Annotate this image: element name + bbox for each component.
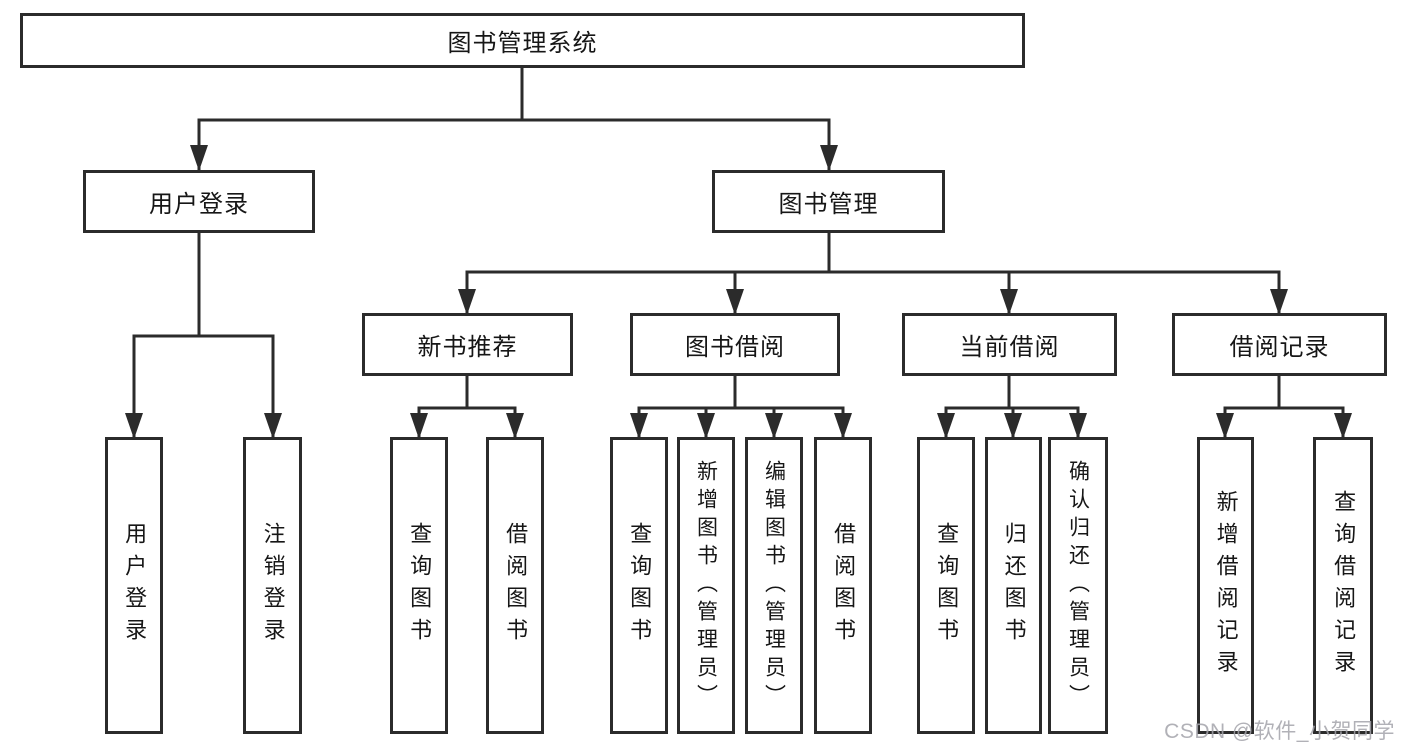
- arrowhead-icon: [125, 413, 143, 439]
- node-label: 查询借阅记录: [1331, 489, 1357, 682]
- node-user-login: 用户登录: [83, 170, 315, 233]
- arrowhead-icon: [1000, 289, 1018, 315]
- arrowhead-icon: [820, 145, 838, 171]
- leaf-newbook-query-books: 查询图书: [390, 437, 448, 734]
- leaf-borrow-borrow-books: 借阅图书: [814, 437, 872, 734]
- arrowhead-icon: [506, 413, 524, 439]
- arrowhead-icon: [1334, 413, 1352, 439]
- leaf-borrow-query-books: 查询图书: [610, 437, 668, 734]
- connector-records-split: [1223, 406, 1345, 439]
- arrowhead-icon: [264, 413, 282, 439]
- arrowheads: [125, 145, 1352, 439]
- node-label: 借阅图书: [831, 521, 857, 650]
- node-label: 图书借阅: [685, 334, 785, 361]
- node-label: 编辑图书（管理员）: [762, 459, 786, 712]
- leaf-current-confirm-return-admin: 确认归还（管理员）: [1048, 437, 1108, 734]
- node-label: 当前借阅: [959, 334, 1060, 361]
- node-book-management: 图书管理: [712, 170, 945, 233]
- node-label: 查询图书: [407, 521, 433, 650]
- connector-level3-split: [465, 270, 1281, 315]
- arrowhead-icon: [937, 413, 955, 439]
- node-root-library-management-system: 图书管理系统: [20, 13, 1025, 68]
- leaf-user-login: 用户登录: [105, 437, 163, 734]
- node-current-borrow: 当前借阅: [902, 313, 1117, 376]
- leaf-current-query-books: 查询图书: [917, 437, 975, 734]
- node-label: 图书管理: [778, 191, 879, 218]
- node-label: 查询图书: [934, 521, 960, 650]
- arrowhead-icon: [765, 413, 783, 439]
- arrowhead-icon: [458, 289, 476, 315]
- node-label: 借阅记录: [1229, 334, 1330, 361]
- connector-newbook-split: [417, 406, 517, 439]
- node-label: 注销登录: [260, 521, 286, 650]
- node-label: 用户登录: [122, 521, 148, 650]
- connector-bookborrow-split: [637, 406, 845, 439]
- leaf-records-query-record: 查询借阅记录: [1313, 437, 1373, 734]
- arrowhead-icon: [1004, 413, 1022, 439]
- node-label: 新增图书（管理员）: [694, 459, 718, 712]
- leaf-borrow-edit-books-admin: 编辑图书（管理员）: [745, 437, 803, 734]
- arrowhead-icon: [190, 145, 208, 171]
- node-new-book-recommend: 新书推荐: [362, 313, 573, 376]
- arrowhead-icon: [410, 413, 428, 439]
- node-label: 新增借阅记录: [1213, 489, 1239, 682]
- node-label: 借阅图书: [503, 521, 529, 650]
- connector-level2-split: [197, 118, 831, 171]
- arrowhead-icon: [697, 413, 715, 439]
- arrowhead-icon: [1216, 413, 1234, 439]
- node-label: 用户登录: [149, 191, 249, 218]
- leaf-logout: 注销登录: [243, 437, 302, 734]
- leaf-records-add-record: 新增借阅记录: [1197, 437, 1254, 734]
- node-book-borrow: 图书借阅: [630, 313, 840, 376]
- leaf-current-return-books: 归还图书: [985, 437, 1042, 734]
- arrowhead-icon: [834, 413, 852, 439]
- arrowhead-icon: [726, 289, 744, 315]
- node-label: 图书管理系统: [447, 30, 598, 57]
- node-borrow-records: 借阅记录: [1172, 313, 1387, 376]
- leaf-newbook-borrow-books: 借阅图书: [486, 437, 544, 734]
- leaf-borrow-add-books-admin: 新增图书（管理员）: [677, 437, 735, 734]
- csdn-watermark: CSDN @软件_小贺同学: [1164, 720, 1395, 743]
- node-label: 新书推荐: [417, 334, 518, 361]
- node-label: 确认归还（管理员）: [1066, 459, 1090, 712]
- connector-userlogin-split: [132, 334, 275, 439]
- arrowhead-icon: [1069, 413, 1087, 439]
- arrowhead-icon: [1270, 289, 1288, 315]
- node-label: 查询图书: [627, 521, 653, 650]
- arrowhead-icon: [630, 413, 648, 439]
- node-label: 归还图书: [1001, 521, 1027, 650]
